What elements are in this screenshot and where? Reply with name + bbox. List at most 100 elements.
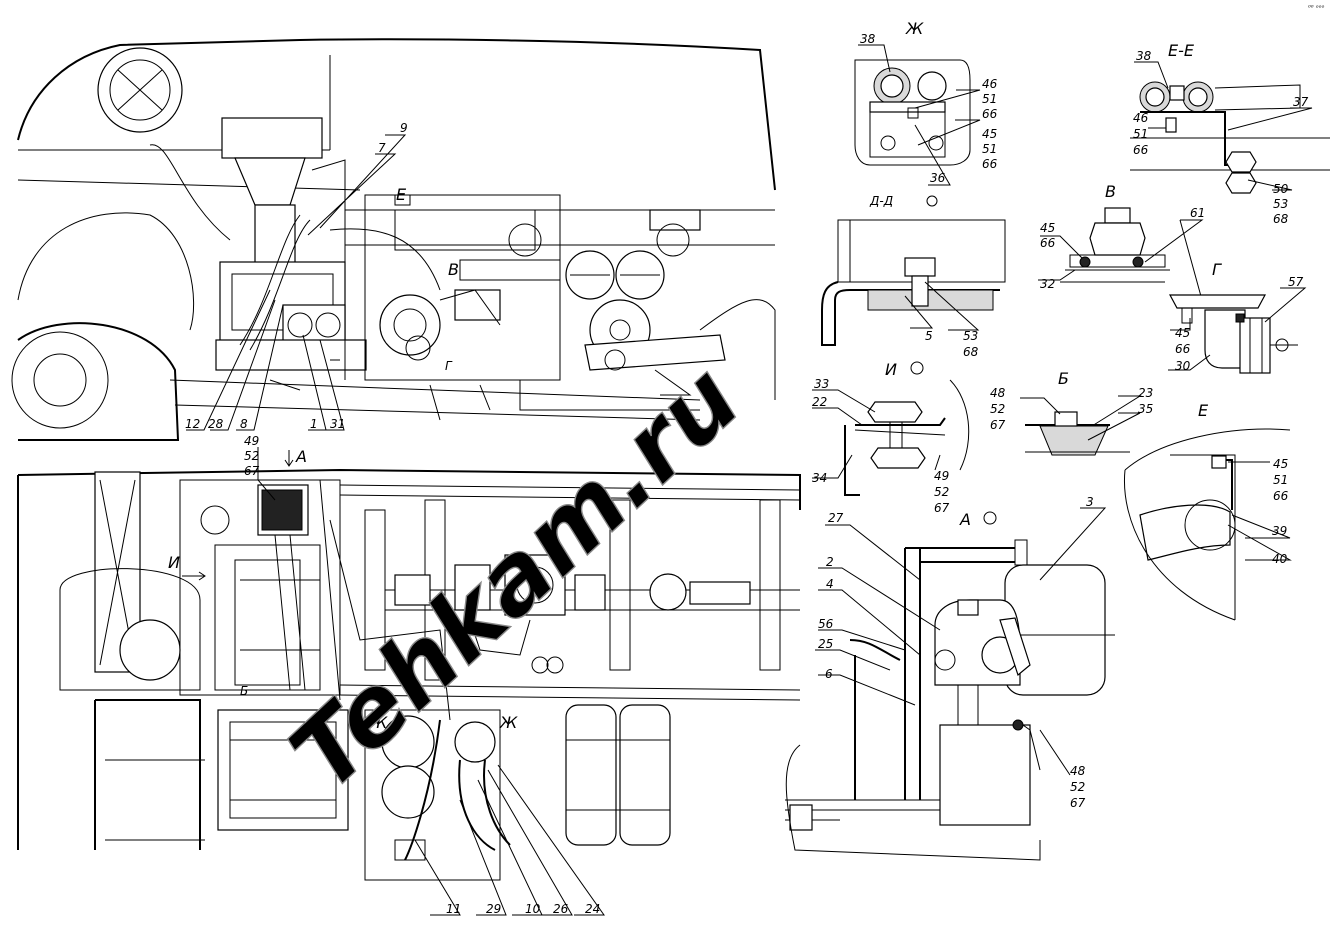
callout-51-ee: 51 bbox=[1133, 127, 1148, 141]
callout-66-v: 66 bbox=[1040, 236, 1056, 250]
callout-39: 39 bbox=[1272, 524, 1287, 538]
view-title-ee: Е-Е bbox=[1168, 41, 1195, 60]
callout-45-v: 45 bbox=[1040, 221, 1055, 235]
detail-g bbox=[1168, 287, 1307, 374]
callout-46-ee: 46 bbox=[1133, 111, 1149, 125]
detail-a bbox=[785, 507, 1115, 861]
callout-45-g: 45 bbox=[1175, 326, 1190, 340]
side-view bbox=[11, 38, 776, 441]
callout-30: 30 bbox=[1175, 359, 1191, 373]
callout-35: 35 bbox=[1138, 402, 1153, 416]
driveshaft bbox=[584, 334, 726, 371]
gearbox bbox=[504, 554, 566, 616]
callout-23: 23 bbox=[1138, 386, 1153, 400]
fan-hub bbox=[119, 619, 181, 681]
section-mark-e-top: Е bbox=[396, 185, 407, 204]
callout-68-dd: 68 bbox=[963, 345, 979, 359]
callout-40: 40 bbox=[1272, 552, 1288, 566]
battery-plan bbox=[217, 709, 349, 831]
callout-24: 24 bbox=[585, 902, 600, 916]
callout-68-ee: 68 bbox=[1273, 212, 1289, 226]
callout-67-b: 67 bbox=[990, 418, 1006, 432]
section-mark-v: В bbox=[448, 260, 459, 279]
callout-4: 4 bbox=[826, 577, 834, 591]
detail-zh bbox=[854, 44, 981, 186]
section-mark-zh-1: Ж bbox=[369, 713, 388, 732]
air-tank-plan-2 bbox=[381, 765, 435, 819]
callout-3: 3 bbox=[1086, 495, 1094, 509]
receiver-2 bbox=[619, 704, 671, 846]
callout-48-b: 48 bbox=[990, 386, 1006, 400]
section-mark-g: Г bbox=[445, 359, 453, 373]
callout-49-i: 49 bbox=[934, 469, 949, 483]
callout-38-zh: 38 bbox=[860, 32, 876, 46]
callout-45-e: 45 bbox=[1273, 457, 1288, 471]
plan-view bbox=[17, 468, 801, 881]
detail-v bbox=[1038, 207, 1204, 301]
detail-e bbox=[1123, 428, 1292, 621]
side-view-leaders bbox=[186, 134, 407, 431]
section-mark-a-top: А bbox=[295, 447, 307, 466]
callout-32: 32 bbox=[1040, 277, 1055, 291]
view-title-v: В bbox=[1105, 182, 1116, 201]
callout-27: 27 bbox=[828, 511, 844, 525]
callout-52-b: 52 bbox=[990, 402, 1005, 416]
callout-51-zh: 51 bbox=[982, 92, 997, 106]
front-wheel bbox=[11, 331, 109, 429]
callout-8: 8 bbox=[240, 417, 248, 431]
callout-6: 6 bbox=[825, 667, 833, 681]
callout-29: 29 bbox=[486, 902, 501, 916]
detail-ee bbox=[1130, 61, 1330, 194]
callout-56: 56 bbox=[818, 617, 834, 631]
callout-49-plan: 49 bbox=[244, 434, 259, 448]
valve-block bbox=[282, 304, 346, 346]
callout-57: 57 bbox=[1288, 275, 1304, 289]
callout-51-e: 51 bbox=[1273, 473, 1288, 487]
section-mark-zh-2: Ж bbox=[499, 713, 518, 732]
cab-outline bbox=[17, 38, 776, 191]
callout-52-i: 52 bbox=[934, 485, 949, 499]
callout-33: 33 bbox=[814, 377, 829, 391]
callout-48-a: 48 bbox=[1070, 764, 1086, 778]
callout-11: 11 bbox=[446, 902, 461, 916]
callout-52-a: 52 bbox=[1070, 780, 1085, 794]
callout-26: 26 bbox=[553, 902, 569, 916]
callout-46-zh: 46 bbox=[982, 77, 998, 91]
view-title-dd: Д-Д bbox=[869, 194, 893, 208]
callout-31: 31 bbox=[330, 417, 345, 431]
view-title-i: И bbox=[885, 360, 897, 379]
callout-67-plan: 67 bbox=[244, 464, 260, 478]
receiver-1 bbox=[565, 704, 617, 846]
section-mark-i: И bbox=[168, 553, 180, 572]
callout-66-e: 66 bbox=[1273, 489, 1289, 503]
callout-66b-zh: 66 bbox=[982, 157, 998, 171]
view-title-b: Б bbox=[1058, 369, 1069, 388]
section-mark-b: Б bbox=[240, 684, 248, 698]
pump bbox=[379, 294, 441, 356]
corner-mark: ⁰⁰ ᵒᵒᵒ bbox=[1308, 4, 1325, 12]
callout-1: 1 bbox=[310, 417, 318, 431]
callout-67-a: 67 bbox=[1070, 796, 1086, 810]
callout-66-zh: 66 bbox=[982, 107, 998, 121]
callout-25: 25 bbox=[818, 637, 833, 651]
view-title-zh: Ж bbox=[905, 19, 924, 38]
callout-52-plan: 52 bbox=[244, 449, 259, 463]
callout-22: 22 bbox=[812, 395, 827, 409]
intake-housing bbox=[221, 117, 323, 159]
view-title-a: А bbox=[959, 510, 971, 529]
callout-50: 50 bbox=[1273, 182, 1289, 196]
callout-53-dd: 53 bbox=[963, 329, 978, 343]
watermark: Tehkam.ru bbox=[269, 343, 760, 812]
frame-section bbox=[364, 194, 561, 381]
callout-53-ee: 53 bbox=[1273, 197, 1288, 211]
callout-2: 2 bbox=[826, 555, 834, 569]
callout-28: 28 bbox=[208, 417, 224, 431]
callout-66-ee: 66 bbox=[1133, 143, 1149, 157]
callout-61: 61 bbox=[1190, 206, 1205, 220]
callout-51b-zh: 51 bbox=[982, 142, 997, 156]
view-title-g: Г bbox=[1212, 260, 1222, 279]
callout-37: 37 bbox=[1293, 95, 1309, 109]
tank-6 bbox=[939, 724, 1031, 826]
callout-9: 9 bbox=[400, 121, 408, 135]
callout-36: 36 bbox=[930, 171, 946, 185]
